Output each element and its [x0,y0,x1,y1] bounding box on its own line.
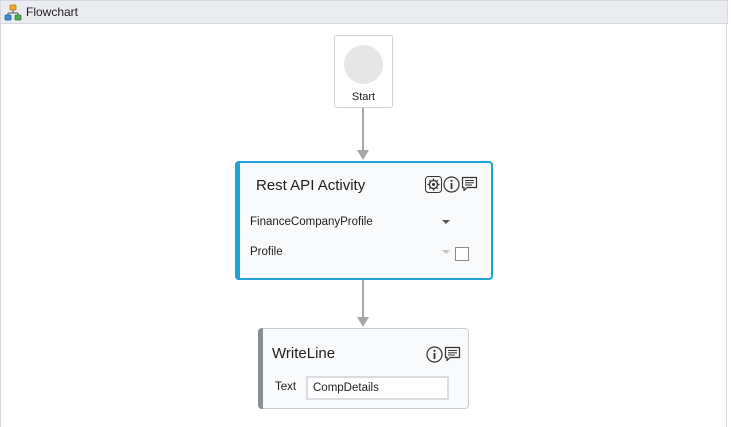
writeline-activity[interactable]: WriteLine Text [258,328,469,409]
writeline-icons [426,346,461,363]
profile-dropdown[interactable] [442,250,450,254]
rest-api-activity[interactable]: Rest API Activity [235,161,493,280]
info-icon[interactable] [426,346,443,363]
start-circle [344,45,383,84]
designer-header: Flowchart [0,0,728,24]
comment-icon[interactable] [444,346,461,363]
activity-icons [425,176,478,193]
designer-title: Flowchart [26,5,79,19]
profile-field[interactable]: Profile [250,246,283,258]
activity-accent-bar [235,161,240,280]
settings-gear-icon[interactable] [425,176,442,193]
start-node[interactable]: Start [334,35,393,108]
designer-frame [0,24,727,427]
text-field-label: Text [275,381,297,393]
profile-checkbox[interactable] [455,247,469,261]
activity-title: Rest API Activity [256,177,366,194]
flowchart-icon [4,4,22,21]
writeline-title: WriteLine [272,345,336,362]
company-profile-field[interactable]: FinanceCompanyProfile [250,216,373,228]
company-profile-dropdown[interactable] [442,220,450,224]
info-icon[interactable] [443,176,460,193]
start-label: Start [351,91,376,103]
text-field-input[interactable] [306,376,449,400]
writeline-accent-bar [258,328,263,409]
comment-icon[interactable] [461,176,478,193]
